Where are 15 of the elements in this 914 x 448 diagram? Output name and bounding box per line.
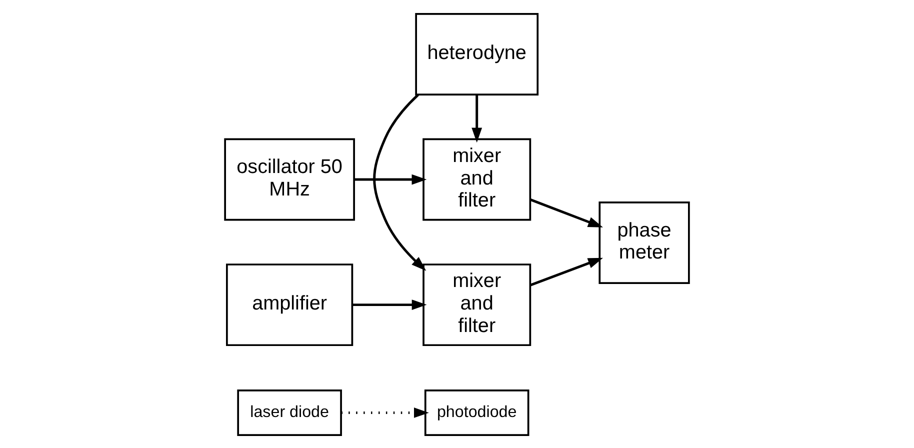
node-box: mixer and filter xyxy=(422,263,532,346)
arrow xyxy=(530,257,603,286)
node-box: amplifier xyxy=(226,263,354,346)
node-box: photodiode xyxy=(424,388,530,436)
arrow xyxy=(341,407,429,418)
node-box: oscillator 50 MHz xyxy=(224,138,355,220)
arrow xyxy=(352,299,427,310)
arrow xyxy=(530,198,603,227)
node-box: heterodyne xyxy=(415,12,539,95)
node-box: phase meter xyxy=(598,201,690,284)
node-box: laser diode xyxy=(237,388,342,436)
node-box: mixer and filter xyxy=(422,138,532,220)
arrow xyxy=(373,93,426,270)
arrow xyxy=(472,94,482,142)
arrow xyxy=(354,174,427,184)
